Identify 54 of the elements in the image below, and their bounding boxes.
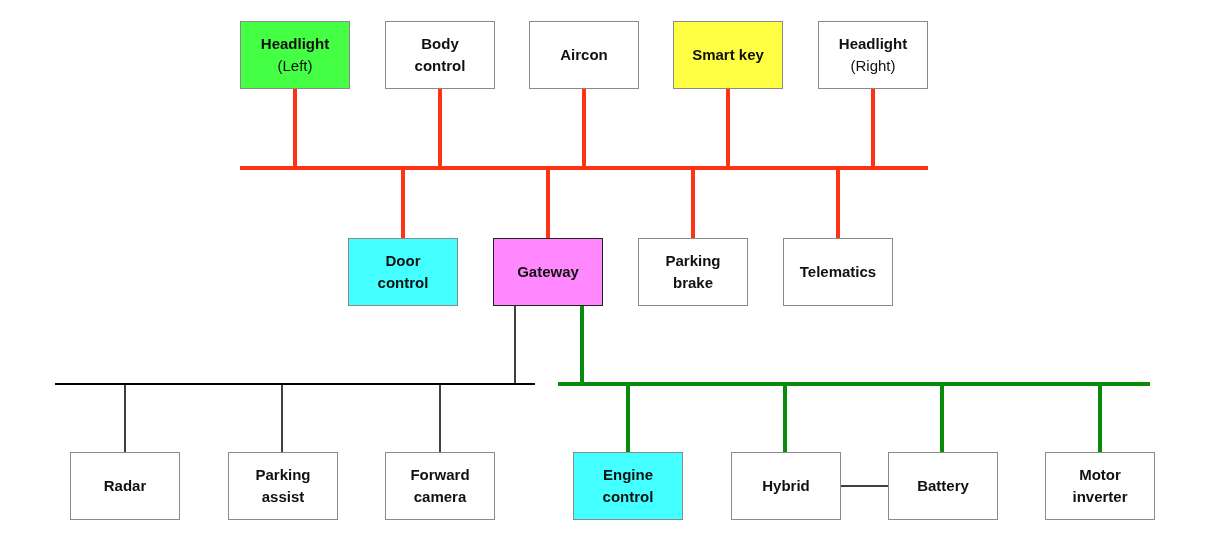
bus-connector bbox=[940, 386, 944, 452]
ecu-label: Telematics bbox=[799, 262, 877, 282]
ecu-label: Motor inverter bbox=[1071, 465, 1129, 507]
bus-connector bbox=[691, 170, 695, 238]
bus-connector bbox=[840, 485, 889, 487]
bus-connector bbox=[626, 386, 630, 452]
ecu-sublabel: (Left) bbox=[277, 56, 313, 76]
ecu-box bbox=[529, 21, 639, 89]
bus-connector bbox=[401, 170, 405, 238]
bus-connector bbox=[439, 384, 441, 453]
ecu-box bbox=[888, 452, 998, 520]
ecu-label: Parking assist bbox=[254, 465, 312, 507]
ecu-box bbox=[385, 452, 495, 520]
bus-connector bbox=[124, 384, 126, 453]
bus-connector bbox=[836, 170, 840, 238]
bus-connector bbox=[871, 89, 875, 166]
ecu-label: Parking brake bbox=[664, 251, 722, 293]
ecu-box bbox=[731, 452, 841, 520]
bus-connector bbox=[438, 89, 442, 166]
ecu-label: Hybrid bbox=[762, 476, 810, 496]
bus-connector bbox=[726, 89, 730, 166]
ecu-label: Headlight bbox=[838, 34, 908, 54]
ecu-label: Battery bbox=[917, 476, 969, 496]
ecu-label: Radar bbox=[103, 476, 147, 496]
ecu-label: Gateway bbox=[517, 262, 579, 282]
bus-connector bbox=[281, 384, 283, 453]
ecu-box bbox=[783, 238, 893, 306]
ecu-label: Body control bbox=[413, 34, 467, 76]
bus-connector bbox=[580, 306, 584, 382]
ecu-box bbox=[228, 452, 338, 520]
ecu-label: Engine control bbox=[601, 465, 655, 507]
ecu-label: Headlight bbox=[260, 34, 330, 54]
bus-connector bbox=[514, 305, 516, 384]
bus-connector bbox=[293, 89, 297, 166]
ecu-box bbox=[493, 238, 603, 306]
ecu-box bbox=[573, 452, 683, 520]
ecu-label: Aircon bbox=[560, 45, 608, 65]
ecu-box bbox=[240, 21, 350, 89]
bus-connector bbox=[783, 386, 787, 452]
ecu-label: Forward camera bbox=[409, 465, 471, 507]
ecu-box bbox=[348, 238, 458, 306]
bus-connector bbox=[546, 170, 550, 238]
ecu-sublabel: (Right) bbox=[850, 56, 896, 76]
bus-connector bbox=[1098, 386, 1102, 452]
ecu-box bbox=[638, 238, 748, 306]
ecu-box bbox=[1045, 452, 1155, 520]
bus-connector bbox=[582, 89, 586, 166]
ecu-box bbox=[385, 21, 495, 89]
ecu-box bbox=[673, 21, 783, 89]
bus-line bbox=[55, 383, 535, 385]
ecu-box bbox=[70, 452, 180, 520]
ecu-label: Smart key bbox=[692, 45, 764, 65]
ecu-box bbox=[818, 21, 928, 89]
ecu-label: Door control bbox=[376, 251, 430, 293]
